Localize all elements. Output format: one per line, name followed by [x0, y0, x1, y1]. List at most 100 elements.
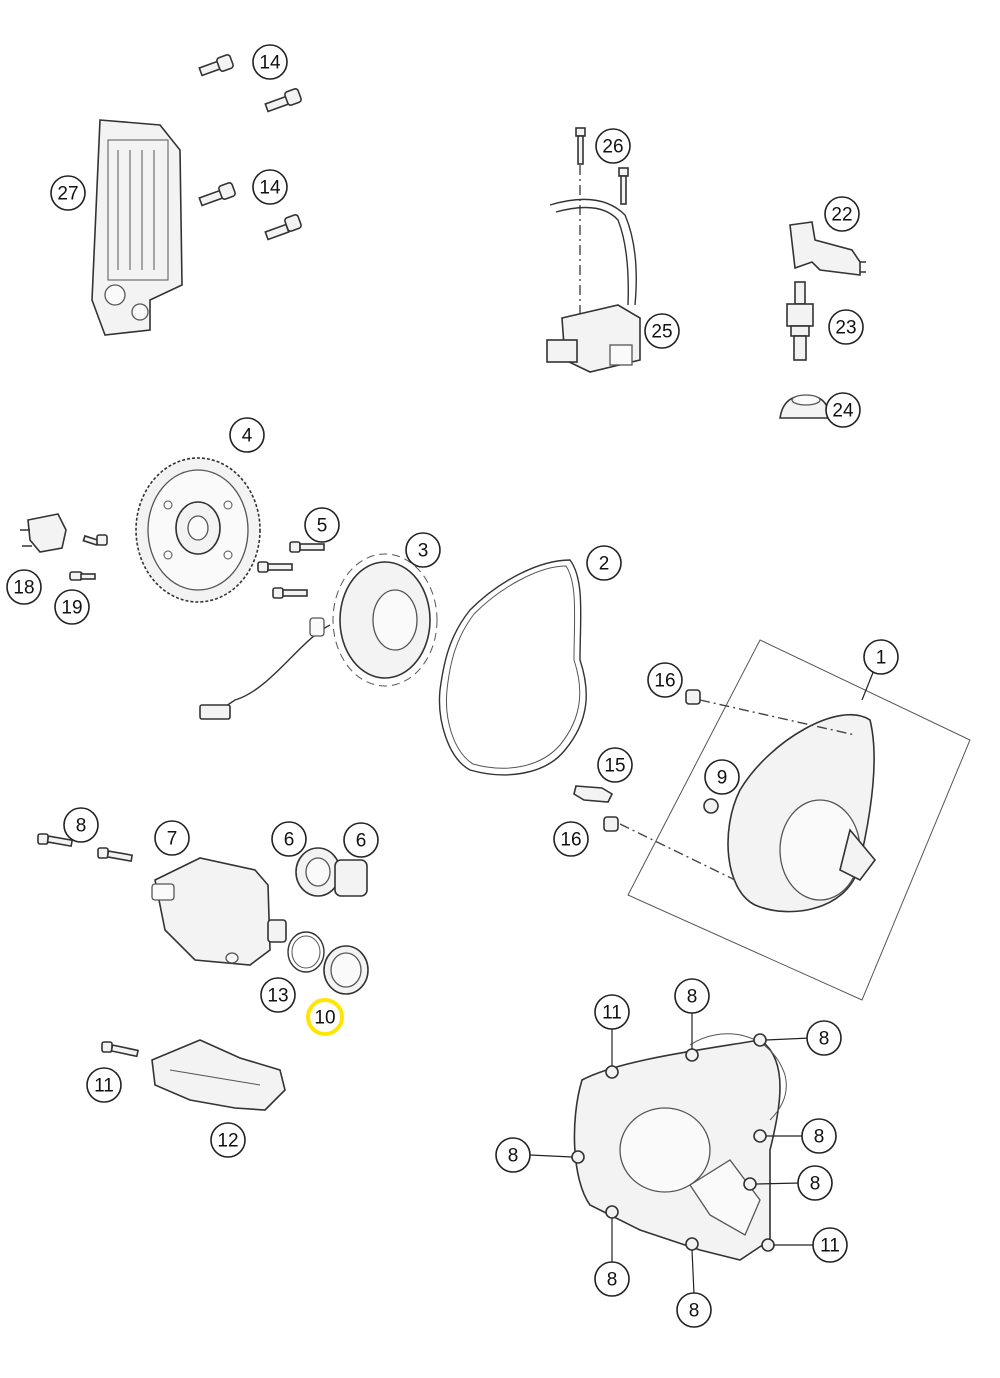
gasket-2 [438, 559, 587, 776]
callout-circle [154, 820, 190, 856]
callout-label: 26 [602, 137, 623, 158]
callout-circle [812, 1227, 848, 1263]
screw-14-mid-b [264, 214, 302, 241]
callout-4: 4 [229, 417, 265, 453]
callout-6: 6 [343, 822, 379, 858]
flywheel-4 [135, 457, 261, 603]
callout-circle [343, 822, 379, 858]
callout-label: 11 [820, 1236, 840, 1257]
callout-15: 15 [597, 747, 633, 783]
plug-cap-22 [789, 221, 866, 276]
bolt-sensor [82, 534, 108, 547]
callout-2: 2 [586, 545, 622, 581]
callout-label: 6 [356, 831, 367, 852]
callout-11: 11 [86, 1067, 122, 1103]
callout-label: 13 [267, 986, 288, 1007]
callout-circle [647, 662, 683, 698]
callout-circle [271, 821, 307, 857]
callout-8: 8 [806, 1020, 842, 1056]
cover-1-box [627, 639, 971, 1001]
callout-circle [63, 807, 99, 843]
callout-8: 8 [594, 1261, 630, 1297]
callout-circle [674, 978, 710, 1014]
callout-circle [586, 545, 622, 581]
callout-circle [595, 128, 631, 164]
screw-16-bottom [603, 816, 619, 832]
callout-label: 15 [604, 756, 625, 777]
callout-circle [54, 589, 90, 625]
callout-label: 14 [259, 178, 281, 199]
bolt-26-b [618, 167, 629, 205]
callout-circle [252, 169, 288, 205]
callout-18: 18 [6, 569, 42, 605]
bolt-26-a [575, 127, 586, 165]
callout-label: 8 [607, 1270, 618, 1291]
callout-label: 4 [242, 426, 253, 447]
callout-label: 18 [13, 578, 34, 599]
callout-circle [704, 759, 740, 795]
highlight-ring [306, 998, 344, 1036]
callout-circle [260, 977, 296, 1013]
screws-5 [257, 541, 325, 599]
callout-circle [252, 44, 288, 80]
callout-label: 11 [94, 1076, 114, 1097]
callout-9: 9 [704, 759, 740, 795]
callout-5: 5 [304, 507, 340, 543]
callout-11: 11 [812, 1227, 848, 1263]
callout-label: 19 [61, 598, 82, 619]
bolt-11-guard [101, 1041, 140, 1058]
callout-label: 14 [259, 53, 281, 74]
callout-12: 12 [210, 1122, 246, 1158]
callout-circle [597, 747, 633, 783]
callout-24: 24 [825, 392, 861, 428]
crankcase-cover [573, 1033, 787, 1261]
callout-16: 16 [553, 821, 589, 857]
bolt-8-starter-b [97, 847, 134, 863]
callout-circle [806, 1020, 842, 1056]
callout-circle [824, 196, 860, 232]
callout-circle [676, 1292, 712, 1328]
callout-23: 23 [828, 309, 864, 345]
starter-gear-6-b [334, 859, 368, 897]
screw-14-top-a [198, 54, 234, 77]
callout-22: 22 [824, 196, 860, 232]
callout-circle [210, 1122, 246, 1158]
seal-24 [779, 394, 831, 419]
generator-cover-1 [727, 714, 877, 913]
sleeve-10 [323, 945, 369, 995]
bolt-8-starter-a [37, 833, 74, 848]
starter-gear-6 [295, 847, 341, 897]
starter-motor-7 [151, 857, 287, 966]
callout-8: 8 [495, 1137, 531, 1173]
callout-label: 12 [217, 1131, 238, 1152]
callout-label: 8 [76, 816, 87, 837]
callout-label: 16 [654, 671, 675, 692]
callout-6: 6 [271, 821, 307, 857]
callout-circle [825, 392, 861, 428]
regulator-27 [91, 119, 183, 336]
callout-8: 8 [63, 807, 99, 843]
callout-26: 26 [595, 128, 631, 164]
callout-14: 14 [252, 169, 288, 205]
stator-3 [199, 553, 438, 720]
callout-label: 27 [57, 184, 78, 205]
callout-label: 8 [689, 1301, 700, 1322]
callout-label: 8 [687, 987, 698, 1008]
callout-8: 8 [674, 978, 710, 1014]
callout-circle [644, 313, 680, 349]
callout-label: 1 [876, 648, 887, 669]
callout-3: 3 [405, 532, 441, 568]
o-ring-13 [287, 931, 325, 973]
callout-25: 25 [644, 313, 680, 349]
callout-label: 8 [814, 1127, 825, 1148]
callout-10: 10 [306, 998, 344, 1036]
callout-14: 14 [252, 44, 288, 80]
callout-27: 27 [50, 175, 86, 211]
screw-14-mid-a [198, 182, 236, 207]
callout-label: 2 [599, 554, 610, 575]
callout-1: 1 [863, 639, 899, 675]
callout-label: 6 [284, 830, 295, 851]
bolt-19 [69, 571, 96, 581]
